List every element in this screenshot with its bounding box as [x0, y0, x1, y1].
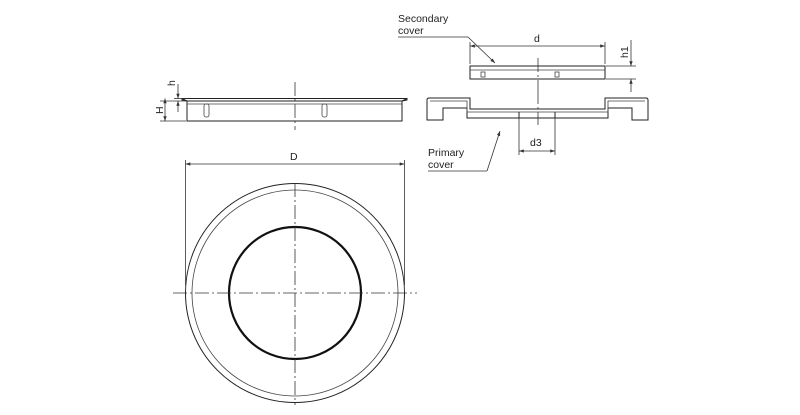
dimension-d3: d3	[518, 118, 556, 155]
secondary-cover-notch-left	[480, 71, 486, 78]
label-H: H	[154, 106, 166, 114]
secondary-cover-callout: Secondary cover	[398, 13, 496, 64]
primary-cover-leader	[486, 130, 501, 172]
side-view-slot-left	[203, 103, 210, 118]
label-D: D	[290, 151, 298, 163]
secondary-cover-view	[469, 58, 606, 90]
label-h: h	[166, 80, 178, 86]
secondary-cover-label-line1: Secondary	[398, 13, 449, 25]
primary-cover-callout: Primary cover	[428, 130, 501, 172]
side-view-body	[186, 100, 403, 122]
side-view-slot-right	[321, 103, 328, 118]
dimension-d: d	[469, 33, 606, 64]
primary-cover-inner-profile	[430, 100, 645, 113]
primary-cover-outline	[426, 97, 649, 121]
secondary-cover-leader	[467, 36, 496, 64]
primary-cover-label-line2: cover	[428, 159, 454, 171]
secondary-cover-body	[469, 65, 606, 80]
label-d3: d3	[530, 137, 542, 149]
label-h1: h1	[619, 46, 631, 58]
dimension-h-H: h H	[154, 80, 186, 122]
dimension-D: D	[185, 151, 405, 285]
side-view-rim-right	[401, 97, 408, 102]
label-d: d	[534, 33, 540, 45]
dimension-h1: h1	[606, 40, 636, 92]
side-view-rim-left	[181, 97, 188, 102]
primary-cover-section	[426, 90, 649, 125]
primary-cover-label-line1: Primary	[428, 147, 465, 159]
side-view-cover	[181, 82, 408, 130]
secondary-cover-notch-right	[554, 71, 560, 78]
secondary-cover-label-line2: cover	[398, 25, 424, 37]
plan-view	[173, 183, 417, 405]
